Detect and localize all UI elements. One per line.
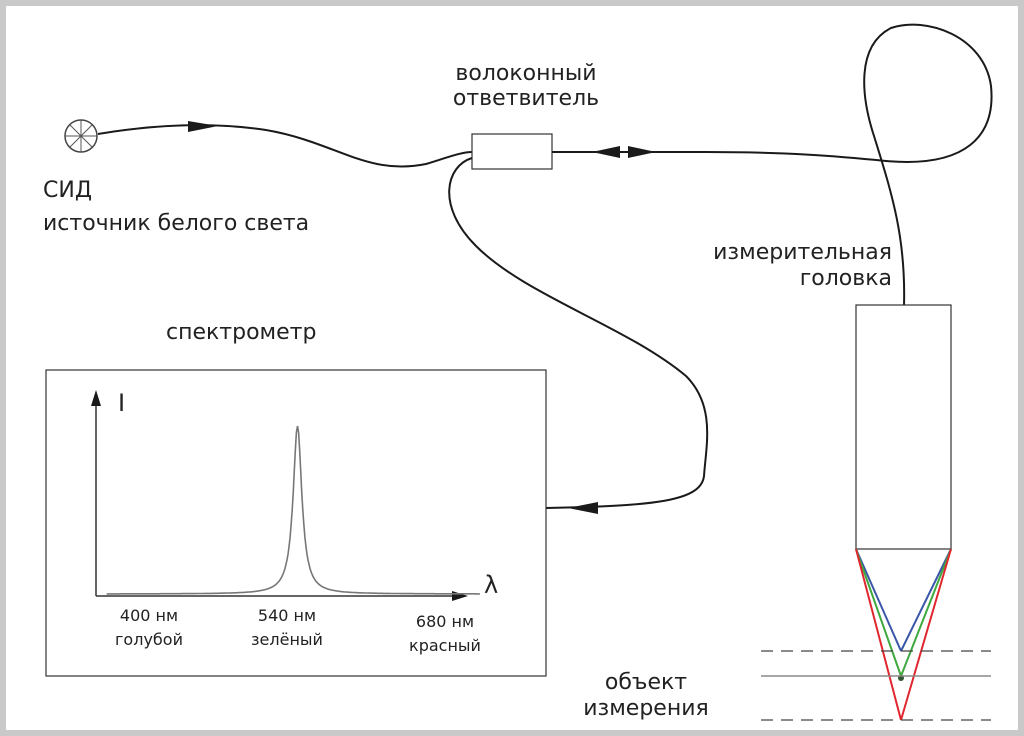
tick-color-540: зелёный — [251, 630, 323, 649]
probe-label-line1: измерительная — [713, 240, 892, 265]
fiber-arrow-icon — [188, 121, 218, 132]
chart-y-label: I — [118, 389, 126, 417]
spectrometer-title: спектрометр — [166, 320, 317, 345]
bidirectional-arrow-icon — [628, 146, 656, 158]
spectrum-series — [106, 425, 480, 595]
object-label-line2: измерения — [583, 696, 709, 721]
led-label: СИД — [43, 178, 93, 203]
coupler-label-line2: ответвитель — [452, 86, 600, 111]
diagram-frame: СИД источник белого света волоконный отв… — [6, 6, 1018, 730]
fiber-coupler-to-spectrometer — [448, 157, 709, 509]
fiber-coupler-box — [471, 133, 553, 170]
probe-label-line2: головка — [799, 266, 892, 291]
focal-cones — [855, 548, 952, 721]
chart-x-label: λ — [484, 571, 499, 599]
fiber-arrow-icon — [568, 502, 598, 514]
tick-label-540: 540 нм — [257, 606, 317, 625]
y-axis-arrow-icon — [91, 390, 101, 406]
coupler-label-line1: волоконный — [455, 61, 597, 86]
led-description: источник белого света — [43, 211, 310, 236]
object-label-line1: объект — [604, 670, 688, 695]
fiber-coupler-to-probe — [552, 23, 993, 307]
spectrometer-box — [45, 369, 547, 677]
spectrum-curve — [106, 425, 480, 595]
led-source-icon — [64, 119, 98, 153]
tick-label-400: 400 нм — [119, 606, 179, 625]
bidirectional-arrow-icon — [592, 146, 620, 158]
fiber-led-to-coupler — [97, 124, 473, 168]
diagram-canvas — [45, 23, 993, 721]
tick-color-680: красный — [409, 636, 481, 655]
tick-label-680: 680 нм — [415, 612, 475, 631]
tick-color-400: голубой — [115, 630, 183, 649]
probe-head-body — [855, 304, 952, 550]
